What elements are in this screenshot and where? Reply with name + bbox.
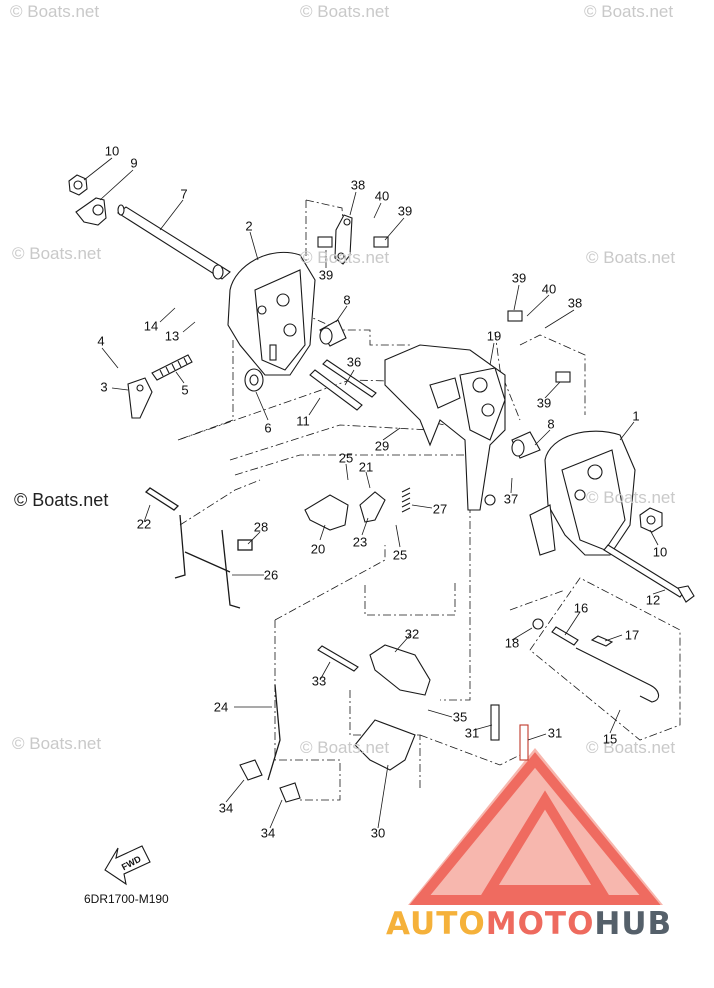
callout-30: 30 — [370, 825, 386, 841]
brand-wordmark: AUTOMOTOHUB — [386, 906, 672, 942]
watermark: © Boats.net — [12, 734, 102, 753]
part-screw-39-a — [317, 236, 571, 383]
watermark: © Boats.net — [12, 244, 102, 263]
callout-36: 36 — [346, 354, 362, 370]
part-collars-34 — [239, 759, 301, 803]
callout-6: 6 — [264, 420, 272, 436]
callout-16: 16 — [573, 600, 589, 616]
callout-26: 26 — [263, 567, 279, 583]
watermark: © Boats.net — [10, 2, 100, 21]
watermark-dark: © Boats.net — [14, 490, 109, 510]
brand-part-moto: MOTO — [485, 906, 595, 942]
callout-1: 1 — [632, 408, 640, 424]
part-rod-24 — [267, 684, 281, 781]
automotohub-logo-mark — [408, 748, 663, 905]
callout-8: 8 — [343, 292, 351, 308]
part-bushing-8 — [319, 319, 541, 459]
callout-9: 9 — [130, 155, 138, 171]
part-bolt-12 — [603, 544, 695, 603]
callout-17: 17 — [624, 627, 640, 643]
callout-39: 39 — [318, 267, 334, 283]
callout-29: 29 — [374, 438, 390, 454]
callout-3: 3 — [100, 379, 108, 395]
part-bracket-1 — [529, 430, 636, 556]
callout-19: 19 — [486, 328, 502, 344]
part-nut-10 — [68, 174, 88, 196]
callout-40: 40 — [541, 281, 557, 297]
callout-10: 10 — [104, 143, 120, 159]
callout-25: 25 — [338, 450, 354, 466]
callout-34: 34 — [218, 800, 234, 816]
callout-7: 7 — [180, 186, 188, 202]
part-springs-31 — [490, 704, 529, 761]
callout-32: 32 — [404, 626, 420, 642]
callout-40: 40 — [374, 188, 390, 204]
part-washer-9 — [75, 197, 107, 226]
brand-part-auto: AUTO — [386, 906, 486, 942]
part-rods-11-36 — [309, 359, 377, 411]
fwd-arrow — [104, 845, 151, 886]
part-collar-6 — [244, 368, 264, 392]
callout-38: 38 — [567, 295, 583, 311]
callout-23: 23 — [352, 534, 368, 550]
callout-27: 27 — [432, 501, 448, 517]
callout-14: 14 — [143, 318, 159, 334]
part-pin-16-17-15 — [532, 618, 660, 703]
part-lever-20-23 — [304, 487, 411, 531]
callout-13: 13 — [164, 328, 180, 344]
callout-25: 25 — [392, 547, 408, 563]
callout-38: 38 — [350, 177, 366, 193]
callout-22: 22 — [136, 516, 152, 532]
callout-10: 10 — [652, 544, 668, 560]
callout-39: 39 — [511, 270, 527, 286]
callout-15: 15 — [602, 731, 618, 747]
leader-lines — [83, 157, 666, 829]
part-lever-3 — [127, 377, 153, 419]
callout-4: 4 — [97, 333, 105, 349]
callout-21: 21 — [358, 459, 374, 475]
callout-12: 12 — [645, 592, 661, 608]
watermark: © Boats.net — [300, 2, 390, 21]
part-bracket-30 — [354, 719, 416, 771]
callout-18: 18 — [504, 635, 520, 651]
brand-part-hub: HUB — [594, 906, 673, 942]
diagram-code: 6DR1700-M190 — [84, 892, 169, 906]
callout-33: 33 — [311, 673, 327, 689]
watermark: © Boats.net — [586, 248, 676, 267]
callout-31: 31 — [547, 725, 563, 741]
watermark: © Boats.net — [300, 248, 390, 267]
part-lever-32 — [317, 644, 431, 696]
callout-37: 37 — [503, 491, 519, 507]
part-nut-10-right — [639, 507, 663, 533]
watermark: © Boats.net — [300, 738, 390, 757]
part-bracket-2 — [227, 251, 316, 376]
callout-11: 11 — [296, 413, 310, 429]
callout-24: 24 — [213, 699, 229, 715]
callout-31: 31 — [464, 725, 480, 741]
watermark: © Boats.net — [586, 488, 676, 507]
callout-39: 39 — [536, 395, 552, 411]
watermark: © Boats.net — [584, 2, 674, 21]
callout-2: 2 — [245, 218, 253, 234]
part-linkage-26 — [144, 487, 253, 609]
callout-28: 28 — [253, 519, 269, 535]
watermark: © Boats.net — [586, 738, 676, 757]
part-swivel-19 — [384, 344, 506, 511]
callout-39: 39 — [397, 203, 413, 219]
part-shaft-7 — [117, 204, 231, 280]
part-bolt-38-left — [334, 214, 353, 265]
callout-8: 8 — [547, 416, 555, 432]
part-spring-5 — [151, 354, 193, 381]
callout-34: 34 — [260, 825, 276, 841]
callout-20: 20 — [310, 541, 326, 557]
callout-5: 5 — [181, 382, 189, 398]
callout-35: 35 — [452, 709, 468, 725]
